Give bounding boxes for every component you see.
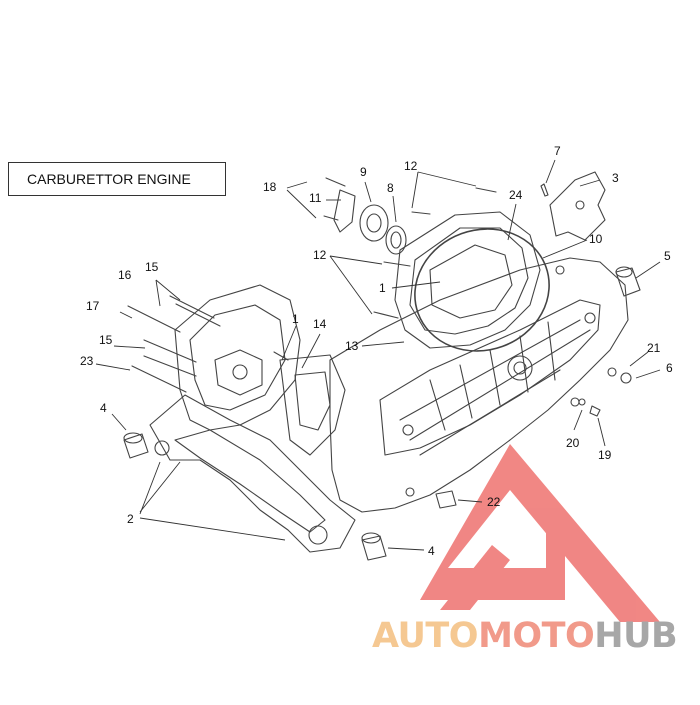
- callout-14: 14: [313, 317, 327, 331]
- bushing-4-left: [123, 432, 149, 459]
- bushing-5: [615, 266, 641, 297]
- callout-24: 24: [509, 188, 523, 202]
- callout-12-top: 12: [404, 159, 418, 173]
- watermark-brand-text: AUTOMOTOHUB: [372, 616, 700, 656]
- engine-type-label: CARBURETTOR ENGINE: [8, 162, 226, 196]
- callout-8: 8: [387, 181, 394, 195]
- brand-part-moto: MOTO: [478, 616, 595, 656]
- callout-10: 10: [589, 232, 603, 246]
- callout-15-top: 15: [145, 260, 159, 274]
- callout-20: 20: [566, 436, 580, 450]
- callout-22: 22: [487, 495, 501, 509]
- watermark-logo: [420, 444, 660, 622]
- callout-13: 13: [345, 339, 359, 353]
- brand-part-auto: AUTO: [372, 616, 479, 656]
- callout-15-bottom: 15: [99, 333, 113, 347]
- support-bracket: [149, 394, 356, 553]
- callout-17: 17: [86, 299, 100, 313]
- callout-4-bottom: 4: [428, 544, 435, 558]
- callout-3: 3: [612, 171, 619, 185]
- cover-plate: [549, 171, 606, 241]
- bushing-22: [435, 490, 457, 509]
- callout-7: 7: [554, 144, 561, 158]
- callout-5: 5: [664, 249, 671, 263]
- callout-1-case: 1: [292, 312, 299, 326]
- callout-18: 18: [263, 180, 277, 194]
- callout-6: 6: [666, 361, 673, 375]
- callout-19: 19: [598, 448, 612, 462]
- callout-4-left: 4: [100, 401, 107, 415]
- callout-11: 11: [309, 191, 322, 205]
- callout-2: 2: [127, 512, 134, 526]
- callout-21: 21: [647, 341, 661, 355]
- crankcase-right: [329, 257, 629, 513]
- clutch-cover: [394, 211, 541, 349]
- gasket-ring: [414, 228, 550, 352]
- crankcase-left: [174, 284, 301, 431]
- bushing-4-bottom: [361, 532, 387, 561]
- callout-12-mid: 12: [313, 248, 327, 262]
- callout-23: 23: [80, 354, 94, 368]
- callout-16: 16: [118, 268, 132, 282]
- callout-1-cover: 1: [379, 281, 386, 295]
- brand-part-hub: HUB: [594, 616, 678, 656]
- callout-9: 9: [360, 165, 367, 179]
- leader-lines: [95, 159, 661, 551]
